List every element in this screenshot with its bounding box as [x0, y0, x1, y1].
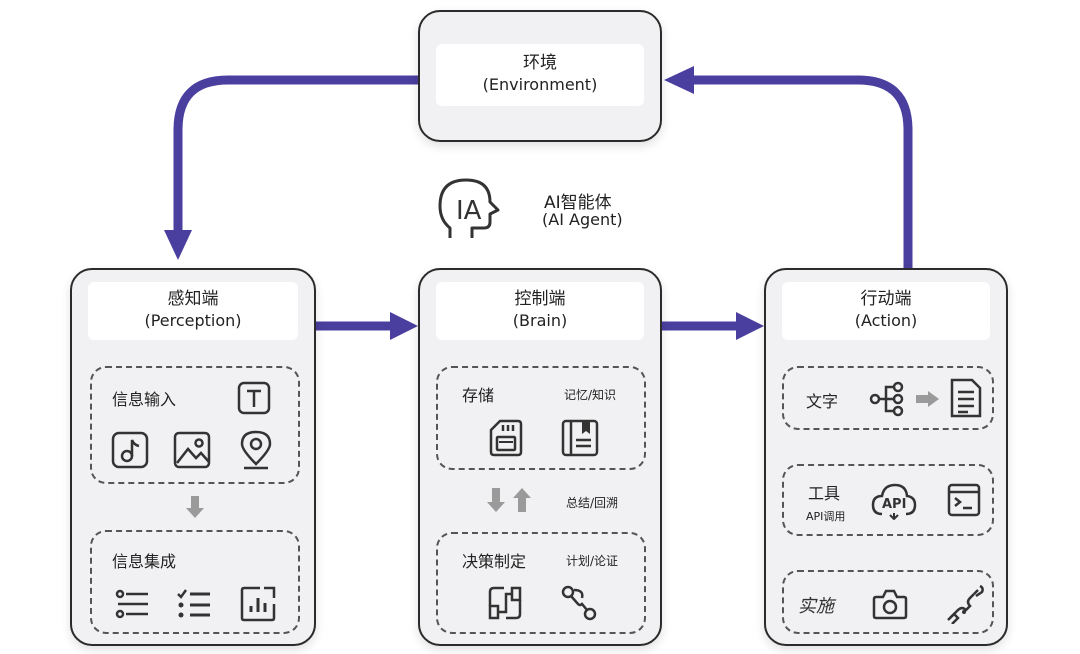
agent-subtitle: (AI Agent): [542, 210, 623, 229]
agent-head-icon: IA: [428, 172, 508, 244]
up-arrow-icon: [512, 486, 532, 514]
arrow-brain-to-action-head: [736, 312, 764, 340]
decision-note: 计划/论证: [566, 554, 619, 568]
perception-subtitle: (Perception): [144, 311, 242, 330]
sd-card-icon: [488, 418, 524, 458]
down-arrow-icon: [184, 494, 206, 520]
decision-box: 决策制定 计划/论证: [436, 532, 646, 634]
arrow-perception-to-brain-head: [390, 312, 418, 340]
bar-chart-icon: [238, 584, 278, 624]
arrow-action-to-env: [692, 75, 913, 268]
cloud-api-icon: API: [870, 480, 918, 520]
text-icon: [236, 380, 272, 416]
perception-card: 感知端 (Perception) 信息输入 信息集成: [70, 268, 316, 646]
arrow-env-to-perception-head: [164, 230, 192, 260]
decision-label: 决策制定: [462, 552, 527, 571]
arrow-action-to-env-head: [664, 66, 694, 94]
document-icon: [948, 376, 984, 420]
perception-title-plate: 感知端 (Perception): [88, 282, 298, 340]
text-output-box: 文字: [782, 366, 994, 430]
robot-arm-icon: [944, 582, 986, 624]
info-input-box: 信息输入: [90, 366, 300, 484]
terminal-icon: [946, 482, 982, 518]
tree-structure-icon: [868, 380, 906, 418]
environment-title-plate: 环境 (Environment): [436, 44, 644, 106]
info-input-label: 信息输入: [112, 390, 177, 409]
api-icon-text: API: [882, 497, 906, 512]
implement-label: 实施: [798, 596, 834, 617]
filter-list-icon: [114, 586, 150, 622]
camera-icon: [870, 584, 910, 624]
environment-subtitle: (Environment): [482, 75, 598, 94]
workflow-icon: [486, 584, 524, 622]
flow-note: 总结/回溯: [566, 496, 619, 510]
perception-title: 感知端: [167, 289, 219, 309]
info-integration-box: 信息集成: [90, 530, 300, 634]
location-pin-icon: [236, 428, 276, 472]
book-icon: [560, 418, 600, 458]
environment-title: 环境: [523, 53, 557, 73]
tool-note: API调用: [806, 510, 846, 523]
brain-card: 控制端 (Brain) 存储 记忆/知识 总结/回溯 决策制定 计划/论证: [418, 268, 662, 646]
brain-subtitle: (Brain): [512, 311, 568, 330]
right-arrow-icon: [914, 390, 940, 408]
implement-box: 实施: [782, 570, 994, 634]
agent-title: AI智能体: [544, 193, 612, 213]
action-card: 行动端 (Action) 文字 工具 API调用 API 实施: [764, 268, 1008, 646]
arrow-env-to-perception: [173, 75, 418, 232]
tool-label: 工具: [808, 484, 841, 503]
route-icon: [558, 582, 600, 624]
action-title-plate: 行动端 (Action): [782, 282, 990, 340]
brain-title-plate: 控制端 (Brain): [436, 282, 644, 340]
info-integration-label: 信息集成: [112, 552, 177, 571]
storage-label: 存储: [462, 386, 495, 405]
brain-title: 控制端: [514, 289, 566, 309]
environment-card: 环境 (Environment): [418, 10, 662, 142]
down-arrow-icon: [486, 486, 506, 514]
checklist-icon: [176, 586, 212, 622]
action-title: 行动端: [860, 289, 912, 309]
text-output-label: 文字: [806, 392, 839, 411]
music-note-icon: [110, 430, 150, 470]
tool-box: 工具 API调用 API: [782, 464, 994, 536]
storage-note: 记忆/知识: [564, 388, 617, 402]
storage-box: 存储 记忆/知识: [436, 366, 646, 470]
agent-logo-text: IA: [456, 196, 482, 226]
image-icon: [172, 430, 212, 470]
action-subtitle: (Action): [854, 311, 918, 330]
